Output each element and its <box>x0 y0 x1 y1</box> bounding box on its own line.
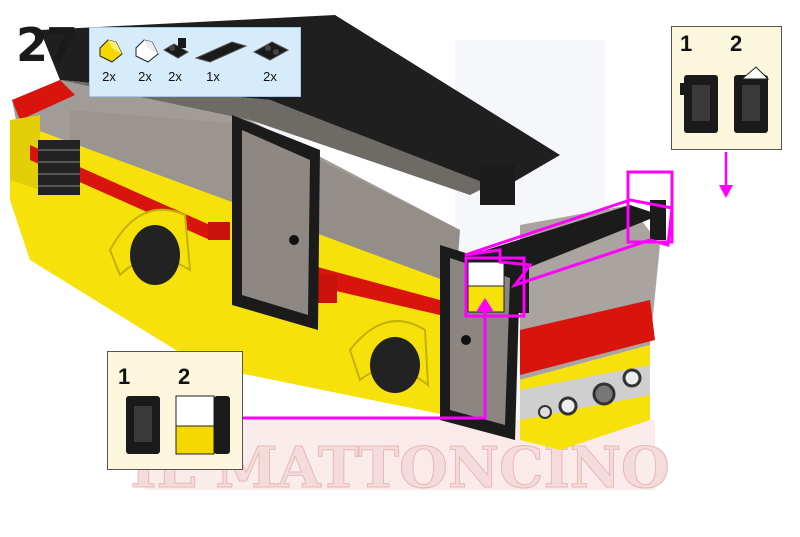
part-black-long-tile: 1x <box>190 28 250 98</box>
callout-bottom-left: 1 2 <box>107 351 243 470</box>
part-black-handle-plate: 2x <box>240 28 300 98</box>
yellow-slope-tile-icon <box>99 39 123 63</box>
callout-leader-arrow <box>476 298 494 312</box>
part-qty: 2x <box>102 69 116 84</box>
part-yellow-slope-tile: 2x <box>90 28 128 98</box>
callout-top-right: 1 2 <box>671 26 782 150</box>
part-qty: 2x <box>138 69 152 84</box>
parts-list: 2x 2x 2x 1x 2x <box>89 27 301 97</box>
wheel-arches <box>108 208 430 393</box>
callout-step-1: 1 <box>680 31 693 56</box>
callout-bottom-left-parts-icon <box>126 395 230 455</box>
part-black-clip-plate: 2x <box>156 28 194 98</box>
black-handle-plate-icon <box>252 41 290 61</box>
part-qty: 1x <box>206 69 220 84</box>
bus-headlights <box>538 368 642 419</box>
white-slope-tile-icon <box>135 39 159 63</box>
part-qty: 2x <box>263 69 277 84</box>
part-qty: 2x <box>168 69 182 84</box>
callout-top-arrow-head <box>719 185 733 198</box>
callout-step-2: 2 <box>178 364 191 389</box>
black-long-tile-icon <box>194 41 248 63</box>
black-clip-plate-icon <box>163 38 189 59</box>
callout-leader-line <box>243 310 487 420</box>
part-white-slope-tile: 2x <box>126 28 164 98</box>
callout-top-right-parts-icon <box>680 66 770 133</box>
callout-step-1: 1 <box>118 364 131 389</box>
callout-step-2: 2 <box>730 31 743 56</box>
step-number: 27 <box>16 18 78 72</box>
highlight-outlines <box>464 170 674 318</box>
